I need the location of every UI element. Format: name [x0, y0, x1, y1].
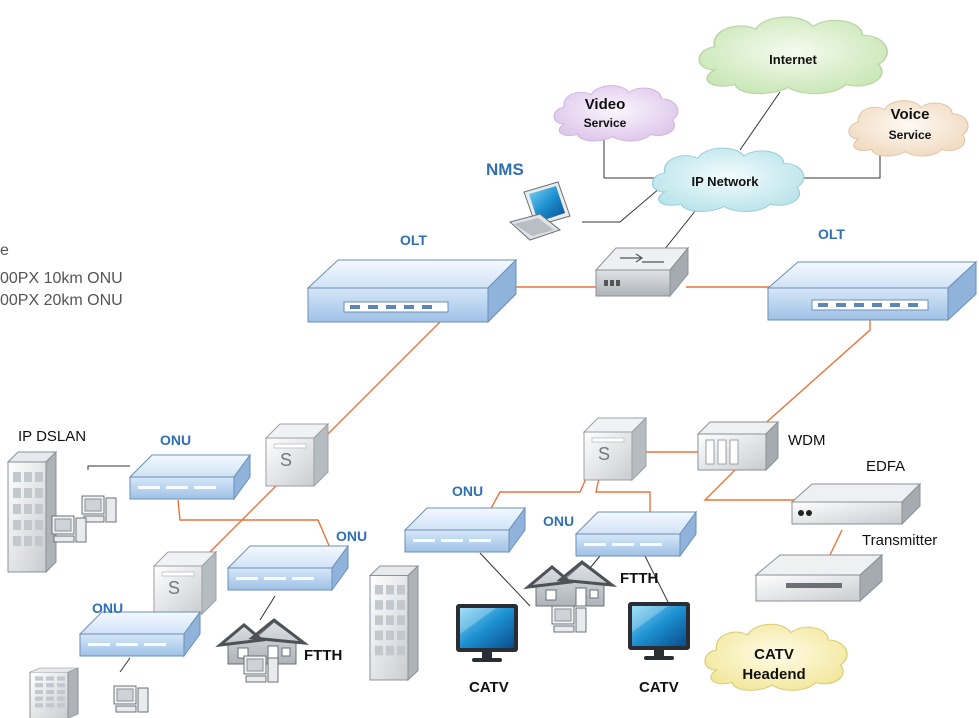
ip-dslan-label: IP DSLAN — [18, 428, 87, 445]
link-nms-ipnet — [582, 187, 661, 223]
link-voice-ipnet — [795, 150, 881, 179]
onu-2-label: ONU — [336, 528, 368, 544]
house-icon-2 — [526, 560, 614, 608]
edfa-label: EDFA — [866, 458, 906, 475]
video-service-cloud — [553, 84, 679, 142]
dslan-pc-icon-2 — [51, 515, 87, 543]
ftth-1-label: FTTH — [304, 647, 343, 664]
link-onu-ftth-1 — [259, 595, 276, 621]
ip-network-label: IP Network — [691, 174, 759, 189]
dslan-pc-icon-1 — [81, 495, 117, 523]
core-switch-device — [594, 246, 690, 298]
wdm-label: WDM — [788, 432, 826, 449]
fiber-olt-wdm — [759, 318, 871, 429]
transmitter-device — [754, 553, 884, 603]
fiber-onu-onu — [177, 499, 331, 549]
olt-left-label: OLT — [400, 232, 427, 248]
video-label-2: Service — [583, 116, 627, 130]
fiber-wdm-edfa — [703, 469, 800, 501]
video-label-1: Video — [584, 96, 626, 113]
internet-label: Internet — [769, 52, 817, 67]
legend-line-2: 00PX 20km ONU — [0, 292, 123, 309]
onu-5-label: ONU — [543, 513, 575, 529]
catv-1-label: CATV — [469, 679, 509, 696]
splitter-3 — [583, 417, 647, 481]
catv-headend-label-1: CATV — [754, 646, 794, 663]
olt-left-device — [306, 258, 518, 324]
fiber-split-onu-a — [489, 473, 589, 511]
splitter-1-label: S — [280, 450, 293, 470]
splitter-3-label: S — [598, 444, 611, 464]
onu-5 — [575, 511, 697, 557]
catv-headend-label-2: Headend — [742, 666, 806, 683]
fiber-split-onu-b — [595, 473, 651, 512]
data-links — [87, 91, 881, 673]
olt-right-device — [766, 260, 978, 322]
tv-icon-1 — [456, 604, 518, 662]
legend-heading-fragment: e — [0, 242, 9, 259]
nms-label: NMS — [486, 160, 524, 179]
link-onu-catv-2 — [644, 555, 669, 603]
link-onu-ftth-2 — [589, 555, 601, 569]
fiber-olt-splitter-1 — [311, 321, 441, 451]
legend-line-1: 00PX 10km ONU — [0, 270, 123, 287]
dslan-building-icon — [7, 451, 57, 573]
splitter-1 — [265, 423, 329, 487]
link-onu-catv-1 — [479, 552, 531, 607]
building-icon-bottom-left — [29, 667, 79, 718]
onu-1 — [129, 454, 251, 500]
olt-right-label: OLT — [818, 226, 845, 242]
link-internet-ipnet — [739, 91, 781, 151]
link-dslan-onu — [87, 465, 130, 470]
fiber-links — [149, 286, 871, 619]
nms-computer-icon — [508, 181, 571, 241]
onu-1-label: ONU — [160, 432, 192, 448]
splitter-2-label: S — [168, 578, 181, 598]
pc-icon-ftth-2 — [551, 605, 587, 633]
onu-4 — [404, 507, 526, 553]
voice-label-2: Service — [888, 128, 932, 142]
onu-2 — [227, 545, 349, 591]
link-ipnet-switch — [659, 204, 701, 256]
splitter-2 — [153, 551, 217, 615]
transmitter-label: Transmitter — [862, 532, 938, 549]
voice-label-1: Voice — [890, 106, 930, 123]
building-icon-center — [369, 565, 419, 681]
onu-3-label: ONU — [92, 600, 124, 616]
fiber-edfa-tx — [829, 529, 843, 556]
onu-4-label: ONU — [452, 483, 484, 499]
wdm-device — [696, 420, 780, 472]
onu-3 — [79, 611, 201, 657]
catv-2-label: CATV — [639, 679, 679, 696]
edfa-device — [790, 482, 922, 526]
fiber-split-split — [201, 479, 283, 561]
pc-icon-ftth-1 — [243, 655, 279, 683]
ftth-2-label: FTTH — [620, 570, 659, 587]
link-onu-building — [119, 657, 131, 673]
pc-icon-bottom-left — [113, 685, 149, 713]
tv-icon-2 — [628, 602, 690, 660]
